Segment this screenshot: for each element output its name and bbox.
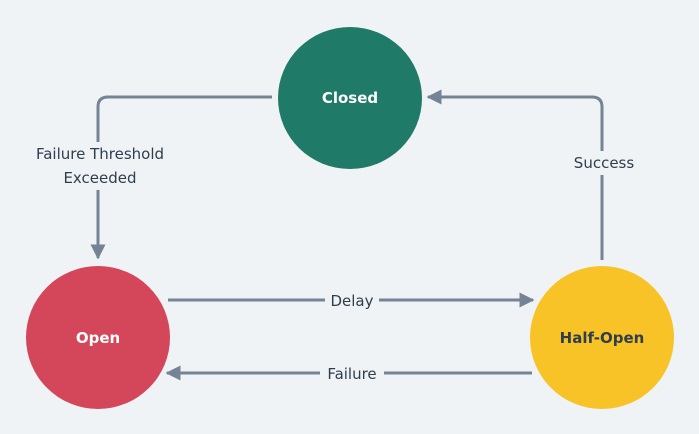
edge-label-success: Success — [565, 151, 643, 175]
node-closed: Closed — [278, 27, 422, 169]
node-half-open: Half-Open — [530, 266, 674, 409]
node-half-open-label: Half-Open — [559, 328, 645, 347]
edge-closed-to-open — [90, 95, 272, 260]
node-open: Open — [26, 266, 170, 409]
edge-half-open-to-closed — [426, 89, 604, 260]
node-closed-label: Closed — [321, 89, 379, 107]
edge-label-delay: Delay — [325, 289, 379, 313]
node-open-label: Open — [75, 328, 121, 347]
edge-label-failure: Failure — [320, 362, 384, 386]
edge-label-failure-threshold: Failure Threshold Exceeded — [28, 142, 172, 190]
